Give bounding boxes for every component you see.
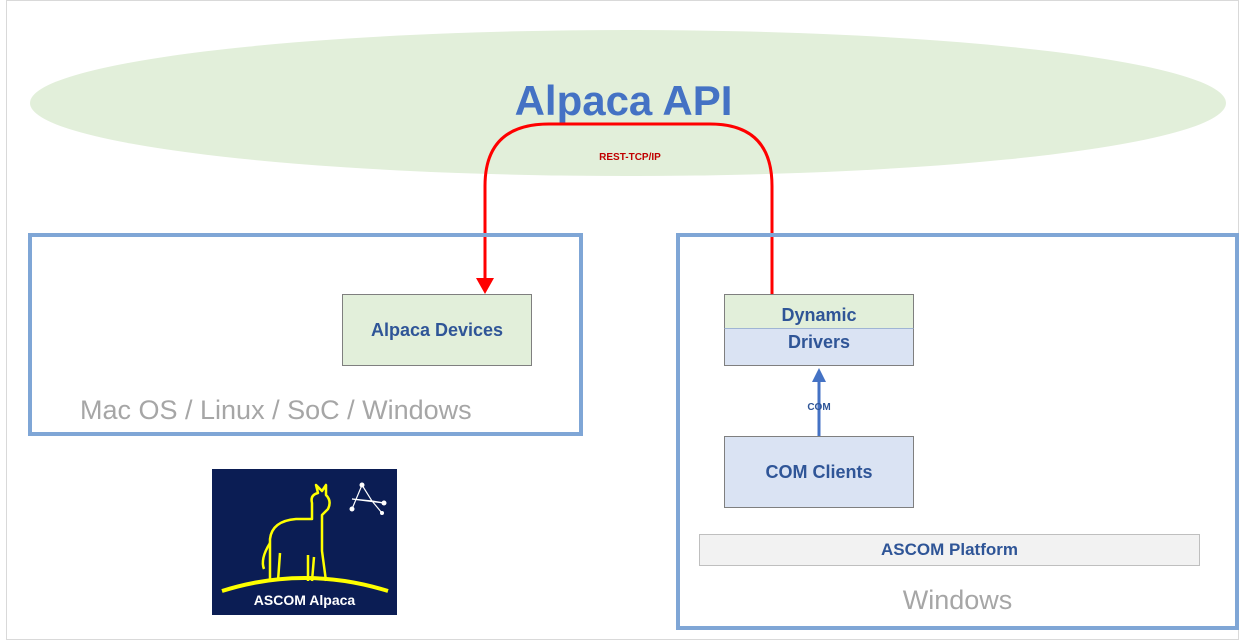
ascom-alpaca-logo-text: ASCOM Alpaca (253, 592, 356, 608)
rest-connector-line (483, 122, 774, 294)
com-clients-label: COM Clients (765, 461, 873, 482)
com-clients-box: COM Clients (724, 436, 914, 508)
com-label: COM (807, 402, 831, 413)
right-os-label: Windows (902, 585, 1013, 615)
right-os-container (676, 233, 1239, 630)
ascom-platform-label: ASCOM Platform (881, 540, 1018, 559)
alpaca-api-title: Alpaca API (514, 77, 733, 124)
alpaca-logo-icon (221, 482, 389, 593)
dynamic-label: Dynamic (781, 305, 857, 325)
alpaca-api-ellipse (30, 30, 1226, 176)
alpaca-devices-label: Alpaca Devices (370, 319, 504, 340)
rest-connector-arrowhead (476, 278, 494, 294)
rest-tcp-ip-label: REST-TCP/IP (599, 152, 661, 163)
dynamic-drivers-bottom-box: Drivers (724, 328, 914, 366)
alpaca-devices-box: Alpaca Devices (342, 294, 532, 366)
left-os-container (28, 233, 583, 436)
left-os-label: Mac OS / Linux / SoC / Windows (80, 395, 472, 425)
com-connector-arrowhead (812, 368, 826, 382)
ascom-platform-bar: ASCOM Platform (699, 534, 1200, 566)
drivers-label: Drivers (787, 331, 851, 352)
dynamic-drivers-top-box: Dynamic (724, 294, 914, 328)
ascom-alpaca-logo: ASCOM Alpaca (212, 469, 397, 615)
